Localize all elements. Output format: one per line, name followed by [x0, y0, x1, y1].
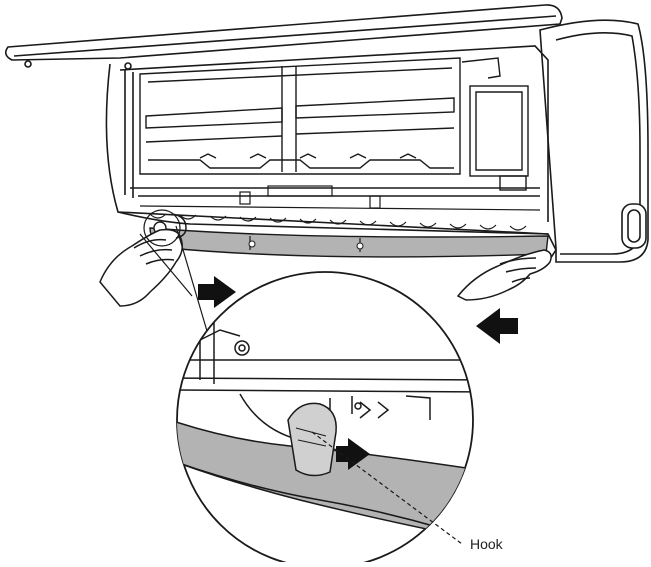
lower-panel-strip [149, 221, 549, 258]
control-box [461, 57, 529, 191]
louver-row [139, 185, 541, 231]
right-hand [456, 249, 552, 301]
front-panel-lid [4, 4, 563, 70]
push-right-arrow [198, 276, 236, 308]
push-left-arrow [476, 308, 518, 344]
unit-side-casing [539, 19, 649, 263]
indoor-unit-body [105, 45, 557, 263]
hook-insert-arrow [336, 438, 370, 470]
detail-magnifier-circle [176, 271, 474, 567]
magnifier-leader-lines [139, 209, 213, 349]
hook-callout-line [311, 431, 463, 545]
filter-frame [139, 57, 461, 175]
left-hand [99, 213, 187, 307]
hook-label: Hook [470, 536, 503, 552]
